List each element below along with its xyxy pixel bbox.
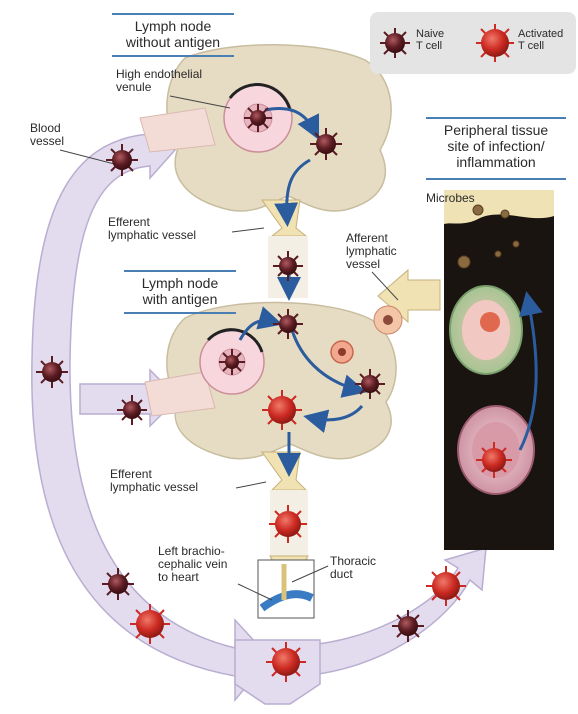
naive-t-cell-icon: [219, 349, 245, 375]
antigen-presenting-cell-icon: [331, 341, 353, 363]
naive-t-cell-icon: [36, 356, 68, 388]
activated-t-cell-icon: [262, 390, 302, 430]
naive-t-cell-icon: [273, 309, 303, 339]
naive-t-cell-icon: [392, 610, 424, 642]
activated-t-cell-icon: [476, 442, 512, 478]
naive-t-cell-icon: [355, 369, 385, 399]
naive-t-cell-icon: [273, 251, 303, 281]
naive-t-cell-icon: [310, 128, 342, 160]
naive-t-cell-icon: [102, 568, 134, 600]
naive-t-cell-icon: [244, 104, 272, 132]
activated-t-cell-icon: [269, 505, 307, 543]
activated-t-cell-icon: [130, 604, 170, 644]
activated-t-cell-icon: [426, 566, 466, 606]
activated-t-cell-icon: [266, 642, 306, 682]
naive-t-cell-icon: [117, 395, 147, 425]
naive-t-cell-icon: [106, 144, 138, 176]
